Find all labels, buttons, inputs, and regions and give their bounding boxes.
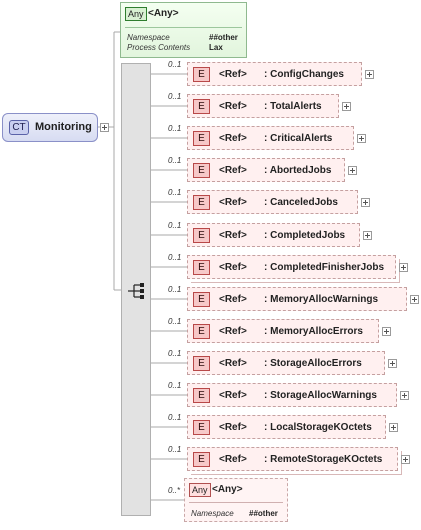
element-ref[interactable]: E <Ref> : MemoryAllocWarnings [187,287,407,311]
element-ref[interactable]: E <Ref> : CriticalAlerts [187,126,354,150]
element-ref[interactable]: E <Ref> : CompletedFinisherJobs [187,255,396,279]
element-badge: E [193,388,210,403]
ref-occurrence: 0..1 [168,221,182,230]
ref-name: : MemoryAllocWarnings [264,294,379,305]
any-wildcard-top[interactable]: Any <Any> Namespace ##other Process Cont… [120,2,247,58]
element-ref[interactable]: E <Ref> : ConfigChanges [187,62,362,86]
expand-icon[interactable] [342,102,351,111]
element-ref[interactable]: E <Ref> : RemoteStorageKOctets [187,447,398,471]
expand-icon[interactable] [348,166,357,175]
any-title: <Any> [212,484,243,495]
ref-name: : CompletedJobs [264,230,346,241]
ref-tag: <Ref> [219,133,247,144]
element-ref[interactable]: E <Ref> : StorageAllocErrors [187,351,385,375]
expand-icon[interactable] [401,455,410,464]
complex-type-monitoring[interactable]: CT Monitoring [2,113,98,142]
element-ref[interactable]: E <Ref> : StorageAllocWarnings [187,383,397,407]
element-badge: E [193,163,210,178]
ref-tag: <Ref> [219,101,247,112]
sequence-icon [128,283,144,299]
ref-occurrence: 0..1 [168,349,182,358]
ref-name: : StorageAllocWarnings [264,390,377,401]
ref-occurrence: 0..1 [168,413,182,422]
element-badge: E [193,452,210,467]
sequence-compositor [121,63,151,516]
expand-icon[interactable] [399,263,408,272]
element-badge: E [193,131,210,146]
any-prop-value: ##other [209,33,238,42]
element-ref[interactable]: E <Ref> : LocalStorageKOctets [187,415,386,439]
element-ref[interactable]: E <Ref> : AbortedJobs [187,158,345,182]
ref-occurrence: 0..1 [168,124,182,133]
complex-type-badge: CT [9,120,29,135]
ref-occurrence: 0..1 [168,156,182,165]
element-badge: E [193,324,210,339]
expand-icon[interactable] [363,231,372,240]
ref-name: : ConfigChanges [264,69,344,80]
element-badge: E [193,292,210,307]
expand-icon[interactable] [410,295,419,304]
ref-name: : LocalStorageKOctets [264,422,372,433]
element-badge: E [193,260,210,275]
ref-tag: <Ref> [219,326,247,337]
any-title: <Any> [148,8,179,19]
ref-occurrence: 0..1 [168,253,182,262]
ref-tag: <Ref> [219,230,247,241]
expand-icon[interactable] [400,391,409,400]
any-occurrence: 0..* [168,486,181,495]
expand-icon[interactable] [382,327,391,336]
element-badge: E [193,99,210,114]
ref-occurrence: 0..1 [168,188,182,197]
element-badge: E [193,228,210,243]
any-wildcard-bottom[interactable]: Any <Any> Namespace ##other [184,478,288,522]
ref-tag: <Ref> [219,454,247,465]
ref-occurrence: 0..1 [168,60,182,69]
ref-occurrence: 0..1 [168,92,182,101]
any-badge: Any [125,7,147,21]
ref-tag: <Ref> [219,294,247,305]
element-badge: E [193,420,210,435]
element-badge: E [193,67,210,82]
any-separator [125,27,242,28]
any-prop-value: Lax [209,43,223,52]
element-badge: E [193,356,210,371]
expand-icon[interactable] [357,134,366,143]
ref-occurrence: 0..1 [168,381,182,390]
element-ref[interactable]: E <Ref> : TotalAlerts [187,94,339,118]
ref-name: : CriticalAlerts [264,133,333,144]
any-prop-name: Namespace [191,509,234,518]
any-separator [189,502,283,503]
expand-icon[interactable] [389,423,398,432]
ref-name: : MemoryAllocErrors [264,326,363,337]
ref-occurrence: 0..1 [168,317,182,326]
any-prop-name: Process Contents [127,43,191,52]
expand-icon[interactable] [361,198,370,207]
ref-tag: <Ref> [219,262,247,273]
expand-icon[interactable] [365,70,374,79]
ref-tag: <Ref> [219,390,247,401]
any-prop-name: Namespace [127,33,170,42]
ref-name: : AbortedJobs [264,165,332,176]
ref-name: : TotalAlerts [264,101,322,112]
ref-name: : RemoteStorageKOctets [264,454,383,465]
ref-name: : CanceledJobs [264,197,338,208]
element-ref[interactable]: E <Ref> : MemoryAllocErrors [187,319,379,343]
ref-tag: <Ref> [219,197,247,208]
complex-type-expand-icon[interactable] [100,123,109,132]
element-badge: E [193,195,210,210]
ref-name: : CompletedFinisherJobs [264,262,385,273]
any-badge: Any [189,483,211,497]
ref-tag: <Ref> [219,422,247,433]
ref-occurrence: 0..1 [168,445,182,454]
ref-name: : StorageAllocErrors [264,358,362,369]
ref-tag: <Ref> [219,69,247,80]
ref-occurrence: 0..1 [168,285,182,294]
ref-tag: <Ref> [219,165,247,176]
complex-type-name: Monitoring [35,121,92,133]
expand-icon[interactable] [388,359,397,368]
element-ref[interactable]: E <Ref> : CanceledJobs [187,190,358,214]
ref-tag: <Ref> [219,358,247,369]
any-prop-value: ##other [249,509,278,518]
element-ref[interactable]: E <Ref> : CompletedJobs [187,223,360,247]
